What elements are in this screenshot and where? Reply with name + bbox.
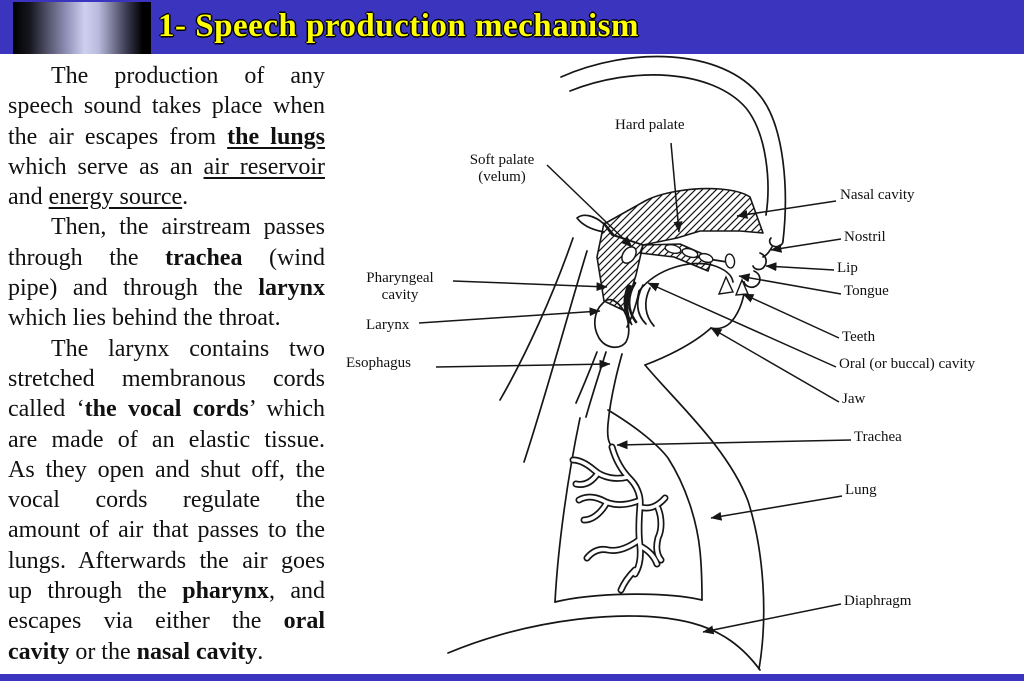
anatomy-lines <box>447 55 787 671</box>
leader-oral-cavity <box>647 282 837 368</box>
leader-nostril <box>770 238 842 253</box>
soft-palate-flap <box>621 246 637 264</box>
anatomy-drawing <box>418 55 852 671</box>
leader-esophagus <box>435 359 611 369</box>
body-line-p3: The larynx contains two <box>51 335 325 362</box>
body-line-p3: escapes via either the oral <box>8 608 325 635</box>
page-title: 1- Speech production mechanism <box>158 8 639 44</box>
leader-larynx <box>418 307 601 324</box>
body-line-p3: called ‘the vocal cords’ which <box>8 396 325 423</box>
body-line-p2: through the trachea (wind <box>8 244 326 271</box>
body-line-p2: which lies behind the throat. <box>8 305 281 332</box>
body-line-p3: As they open and shut off, the <box>8 456 325 483</box>
leader-teeth <box>742 293 840 339</box>
body-line-p3: lungs. Afterwards the air goes <box>8 547 325 574</box>
label-diaphragm: Diaphragm <box>844 593 912 609</box>
body-line-p1: which serve as an air reservoir <box>8 153 325 180</box>
label-esophagus: Esophagus <box>346 355 411 371</box>
body-line-p1: The production of any <box>51 63 325 89</box>
label-soft-palate: Soft palate(velum) <box>469 152 535 185</box>
gradient-decoration <box>13 2 151 54</box>
leader-pharyngeal-cavity <box>452 280 608 292</box>
label-lip: Lip <box>837 260 858 276</box>
body-line-p3: amount of air that passes to the <box>8 517 325 544</box>
label-oral-cavity: Oral (or buccal) cavity <box>839 356 976 372</box>
leader-tongue <box>738 273 842 295</box>
label-tongue: Tongue <box>844 283 889 299</box>
body-line-p3: are made of an elastic tissue. <box>8 426 325 453</box>
leader-hard-palate <box>670 142 683 233</box>
label-lung: Lung <box>845 482 877 498</box>
leader-lip <box>765 262 835 272</box>
bottom-border-bar <box>0 674 1024 681</box>
body-line-p3: cavity or the nasal cavity. <box>8 638 264 665</box>
label-trachea: Trachea <box>854 429 902 445</box>
leader-nasal-cavity <box>736 200 837 219</box>
body-text-column: The production of any speech sound takes … <box>0 54 332 667</box>
label-nasal-cavity: Nasal cavity <box>840 187 915 203</box>
body-line-p1: speech sound takes place when <box>8 93 325 120</box>
body-line-p2: pipe) and through the larynx <box>8 275 325 302</box>
title-bar: 1- Speech production mechanism <box>0 0 1024 54</box>
label-larynx: Larynx <box>366 317 410 333</box>
leader-soft-palate <box>546 164 633 248</box>
leader-trachea <box>616 439 852 450</box>
body-line-p3: vocal cords regulate the <box>8 487 325 514</box>
leader-lung <box>710 495 843 521</box>
body-line-p1: the air escapes from the lungs <box>8 123 325 150</box>
label-teeth: Teeth <box>842 329 876 345</box>
bronchial-tree <box>569 443 669 594</box>
label-leaders <box>418 142 852 635</box>
leader-diaphragm <box>702 603 842 635</box>
label-nostril: Nostril <box>844 229 886 245</box>
label-jaw: Jaw <box>842 391 866 407</box>
epiglottis-shading <box>623 284 633 326</box>
label-hard-palate: Hard palate <box>615 117 685 133</box>
body-line-p1: and energy source. <box>8 184 189 211</box>
leader-jaw <box>710 327 840 403</box>
teeth-shapes <box>664 243 750 296</box>
body-line-p3: stretched membranous cords <box>8 365 325 392</box>
body-line-p3: up through the pharynx, and <box>8 578 326 605</box>
body-line-p2: Then, the airstream passes <box>51 214 325 241</box>
